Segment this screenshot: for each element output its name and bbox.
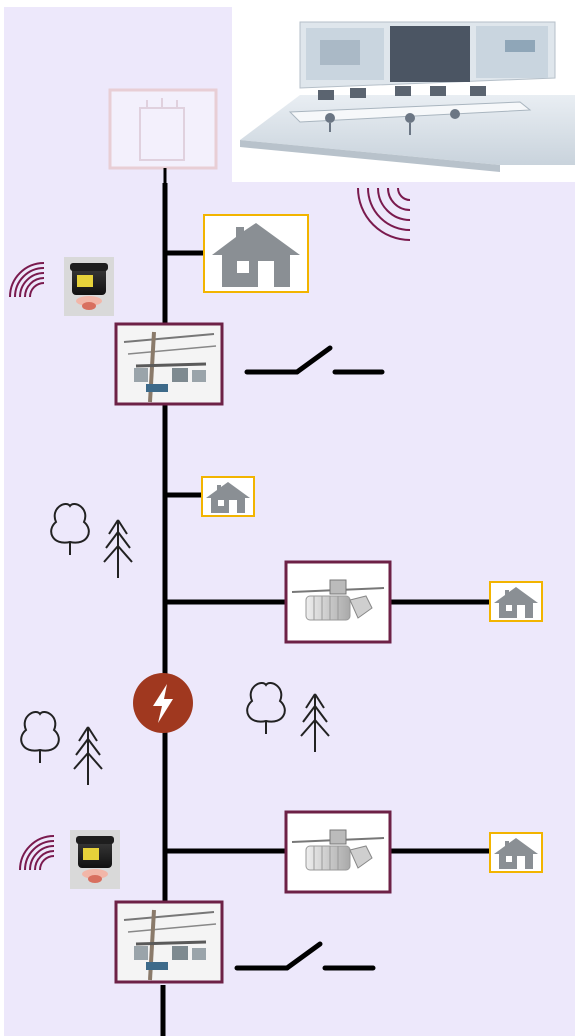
fault-sensor-icon — [64, 257, 114, 316]
fault-sensor-icon — [70, 830, 120, 889]
wireless-signal-icon — [9, 262, 45, 298]
pole-transformer-icon — [108, 88, 218, 170]
cable-termination-icon — [284, 560, 392, 644]
house-icon — [489, 581, 543, 622]
open-switch-icon — [234, 941, 376, 971]
deciduous-tree-icon — [246, 682, 286, 734]
pole-recloser-icon — [114, 900, 224, 984]
wireless-signal-icon — [357, 187, 411, 241]
pine-tree-icon — [103, 519, 133, 578]
deciduous-tree-icon — [20, 711, 60, 763]
branch-lines — [165, 250, 491, 854]
house-icon — [489, 832, 543, 873]
house-icon — [203, 214, 309, 293]
pole-recloser-icon — [114, 322, 224, 406]
pine-tree-icon — [300, 693, 330, 752]
fault-lightning-icon — [133, 673, 193, 733]
wireless-signal-icon — [19, 835, 55, 871]
open-switch-icon — [244, 345, 385, 375]
pine-tree-icon — [73, 726, 103, 785]
deciduous-tree-icon — [50, 503, 90, 555]
control-room-icon — [232, 2, 575, 182]
cable-termination-icon — [284, 810, 392, 894]
house-icon — [201, 476, 255, 517]
